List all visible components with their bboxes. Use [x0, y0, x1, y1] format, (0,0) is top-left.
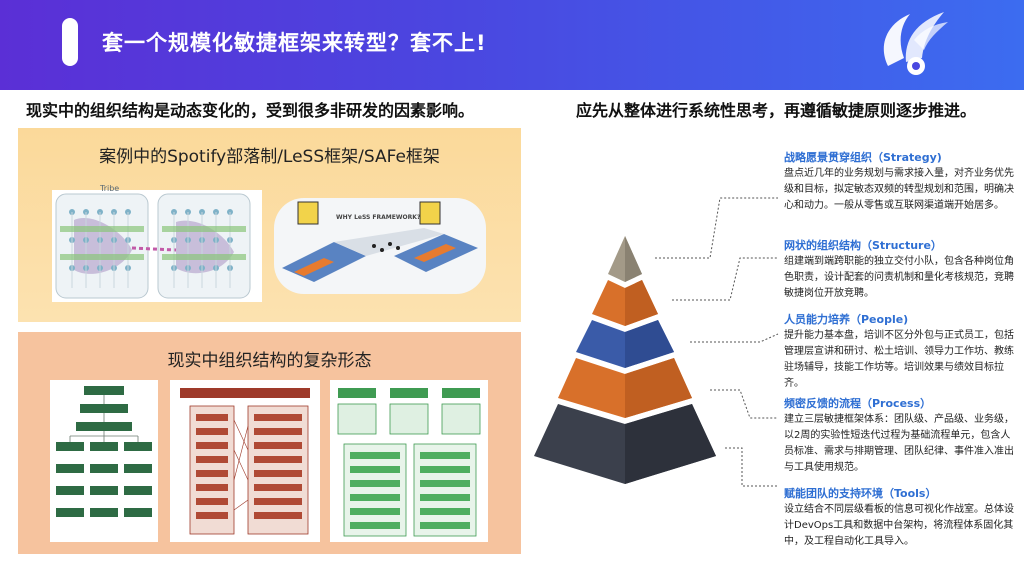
item-title: 赋能团队的支持环境（Tools）	[784, 487, 937, 500]
tribe-label: Tribe	[100, 184, 120, 193]
brand-logo-icon	[883, 12, 948, 75]
header-banner: 套一个规模化敏捷框架来转型？套不上!	[0, 0, 1024, 90]
item-title: 频密反馈的流程（Process）	[784, 397, 932, 410]
list-item: 战略愿景贯穿组织（Strategy) 盘点近几年的业务规划与需求接入量，对齐业务…	[784, 150, 1020, 214]
item-description: 提升能力基本盘，培训不区分外包与正式员工，包括管理层宣讲和研讨、松土培训、领导力…	[784, 330, 1014, 389]
framework-case-panel: 案例中的Spotify部落制/LeSS框架/SAFe框架	[18, 128, 521, 322]
item-title: 战略愿景贯穿组织（Strategy)	[784, 151, 942, 164]
org-structure-title: 现实中组织结构的复杂形态	[167, 351, 372, 371]
list-item: 频密反馈的流程（Process） 建立三层敏捷框架体系：团队级、产品级、业务级，…	[784, 396, 1020, 476]
less-framework-diagram	[274, 198, 486, 294]
header-accent-bar	[62, 18, 78, 66]
org-chart-1	[50, 380, 158, 542]
framework-case-title: 案例中的Spotify部落制/LeSS框架/SAFe框架	[99, 147, 440, 167]
item-description: 建立三层敏捷框架体系：团队级、产品级、业务级，以2周的实验性短迭代过程为基础流程…	[784, 414, 1014, 473]
spotify-tribe-diagram	[52, 190, 262, 302]
item-description: 设立结合不同层级看板的信息可视化作战室。总体设计DevOps工具和数据中台架构，…	[784, 504, 1014, 547]
less-framework-label: WHY LeSS FRAMEWORK?	[336, 214, 421, 221]
org-chart-3	[330, 380, 488, 542]
item-description: 组建端到端跨职能的独立交付小队，包含各种岗位角色职责，设计配套的问责机制和量化考…	[784, 256, 1014, 299]
org-structure-panel: 现实中组织结构的复杂形态	[18, 332, 521, 554]
list-item: 赋能团队的支持环境（Tools） 设立结合不同层级看板的信息可视化作战室。总体设…	[784, 486, 1020, 550]
item-description: 盘点近几年的业务规划与需求接入量，对齐业务优先级和目标，拟定敏态双频的转型规划和…	[784, 168, 1014, 211]
item-title: 人员能力培养（People)	[784, 313, 909, 326]
left-subtitle: 现实中的组织结构是动态变化的，受到很多非研发的因素影响。	[26, 101, 475, 120]
org-chart-2	[170, 380, 320, 542]
list-item: 人员能力培养（People) 提升能力基本盘，培训不区分外包与正式员工，包括管理…	[784, 312, 1020, 392]
pyramid-diagram	[534, 236, 716, 484]
right-subtitle: 应先从整体进行系统性思考，再遵循敏捷原则逐步推进。	[576, 101, 977, 120]
page-title: 套一个规模化敏捷框架来转型？套不上!	[102, 31, 487, 55]
list-item: 网状的组织结构（Structure） 组建端到端跨职能的独立交付小队，包含各种岗…	[784, 238, 1020, 302]
item-title: 网状的组织结构（Structure）	[784, 239, 942, 252]
